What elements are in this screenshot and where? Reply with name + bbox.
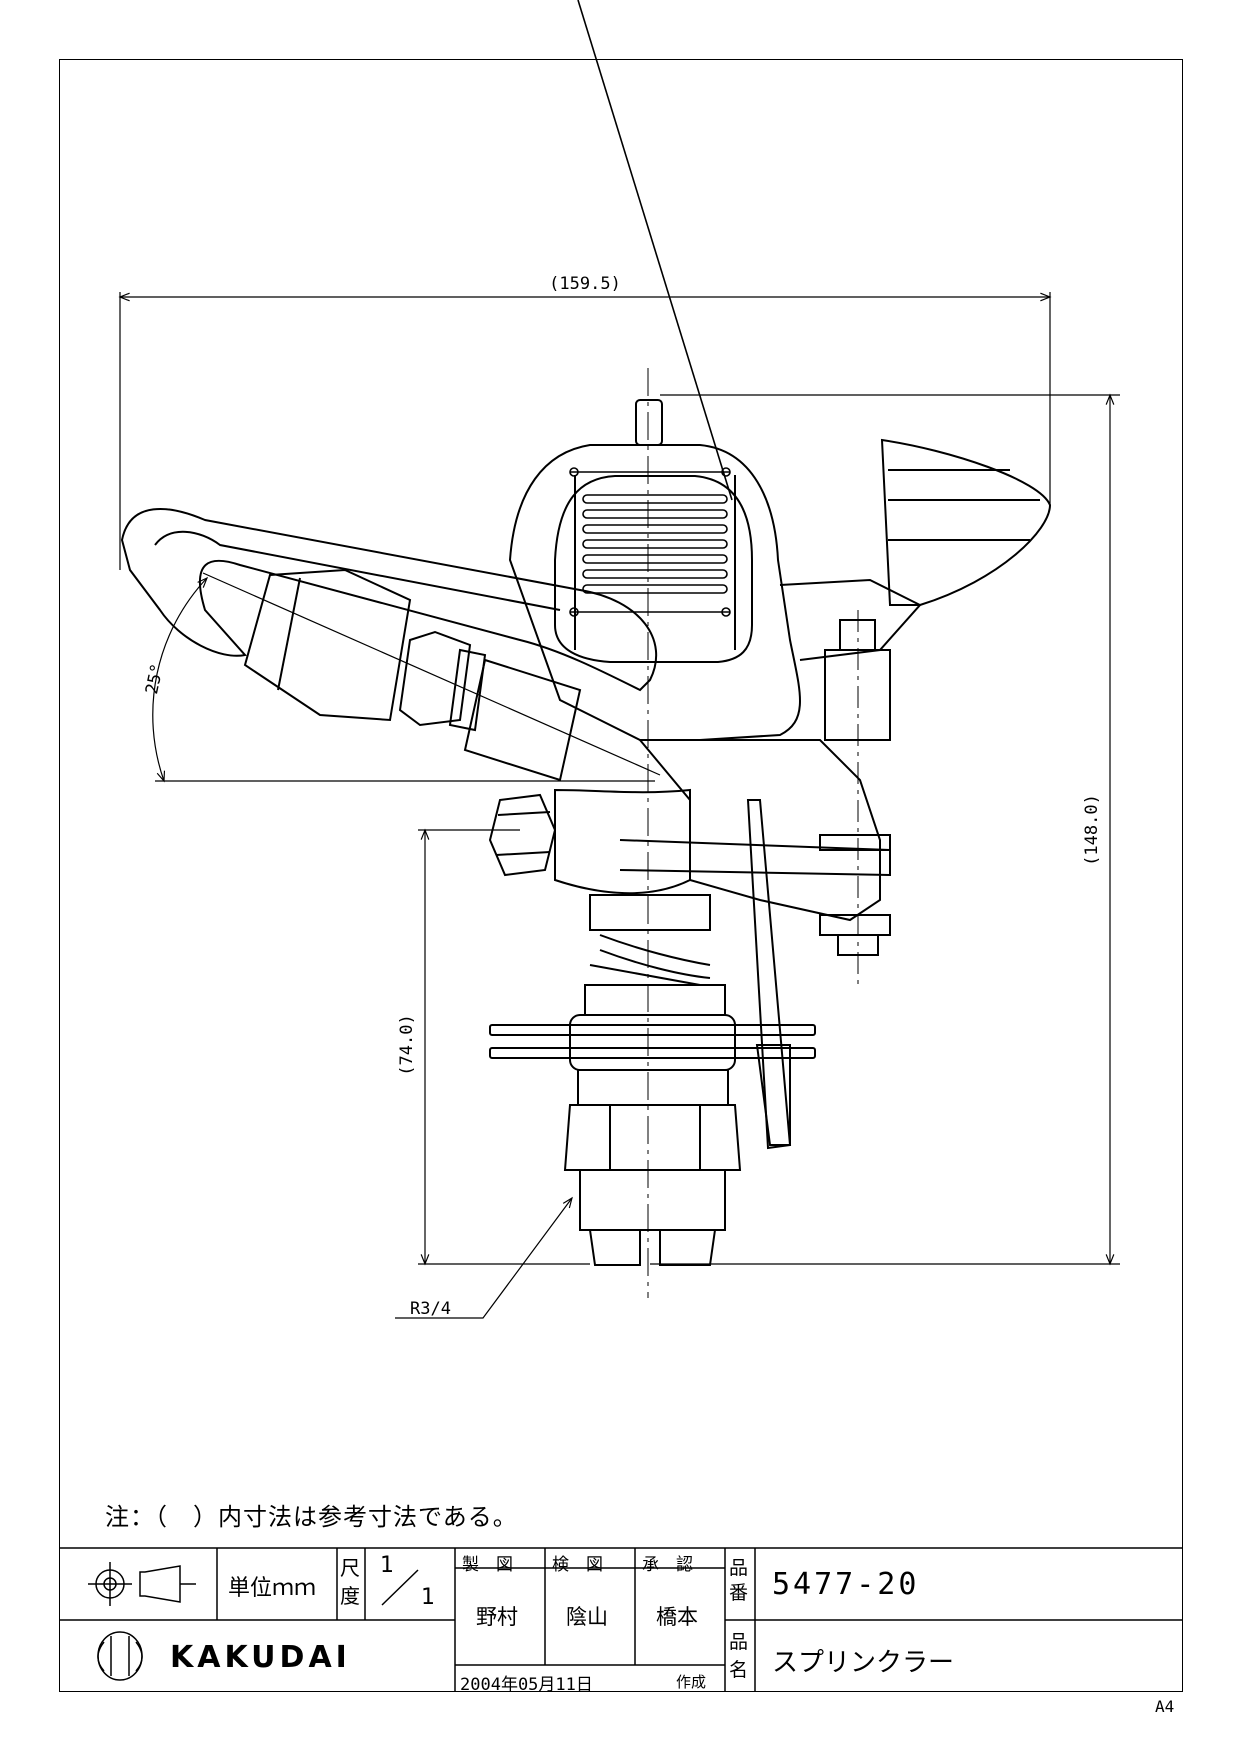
checked-by-label: 検 図 (552, 1555, 603, 1575)
part-number: 5477-20 (772, 1567, 920, 1602)
scale-denominator: 1 (421, 1585, 435, 1610)
drawing-date: 2004年05月11日 (460, 1675, 593, 1695)
drawn-by-label: 製 図 (462, 1555, 513, 1575)
title-block-frame (59, 1547, 1183, 1692)
angle-dimension (152, 572, 661, 783)
top-pin (635, 399, 663, 446)
drive-rod (746, 799, 792, 1150)
company-logo-icon (97, 1631, 143, 1681)
projection-symbol-icon (88, 1562, 196, 1606)
part-name-label-2: 名 (729, 1659, 749, 1681)
inlet-height-dimension (418, 828, 590, 1266)
unit-label: 単位ｍｍ (228, 1576, 317, 1601)
lever-bracket (619, 610, 891, 985)
created-label: 作成 (676, 1673, 707, 1691)
bearing-spring (584, 894, 726, 1016)
thread-leader (395, 1196, 573, 1319)
drawn-by-name: 野村 (476, 1605, 518, 1629)
swing-arm (120, 508, 658, 692)
hex-nut (563, 1104, 742, 1171)
deflector (779, 438, 1052, 661)
scale-numerator: 1 (380, 1553, 394, 1578)
spring-coils (569, 467, 731, 617)
checked-by-name: 陰山 (566, 1605, 608, 1629)
scale-label-1: 尺 (340, 1556, 360, 1580)
approved-by-label: 承 認 (642, 1555, 693, 1575)
width-dimension (118, 292, 1052, 570)
company-name: KAKUDAI (170, 1640, 351, 1675)
height-dim-label: (148.0) (1082, 794, 1102, 866)
approved-by-name: 橋本 (656, 1605, 698, 1629)
washers (489, 1014, 816, 1071)
inlet-height-dim-label: (74.0) (397, 1014, 417, 1075)
threaded-inlet (579, 1169, 726, 1266)
dimension-note: 注：（ ）内寸法は参考寸法である。 (105, 1503, 518, 1531)
part-no-label-2: 番 (729, 1582, 749, 1604)
drawing-sheet-border (59, 59, 1183, 1692)
nozzle-assembly (243, 568, 582, 782)
height-dimension (650, 393, 1120, 1266)
part-name: スプリンクラー (772, 1648, 955, 1678)
angle-dim-label: 25° (142, 662, 168, 696)
thread-label: R3/4 (410, 1299, 451, 1319)
part-name-label-1: 品 (729, 1631, 749, 1653)
scale-label-2: 度 (340, 1584, 360, 1608)
sprinkler-body (508, 0, 801, 741)
shaft (577, 1069, 729, 1106)
part-no-label-1: 品 (729, 1557, 749, 1579)
sheet-size: A4 (1155, 1697, 1175, 1716)
width-dim-label: (159.5) (549, 274, 621, 294)
